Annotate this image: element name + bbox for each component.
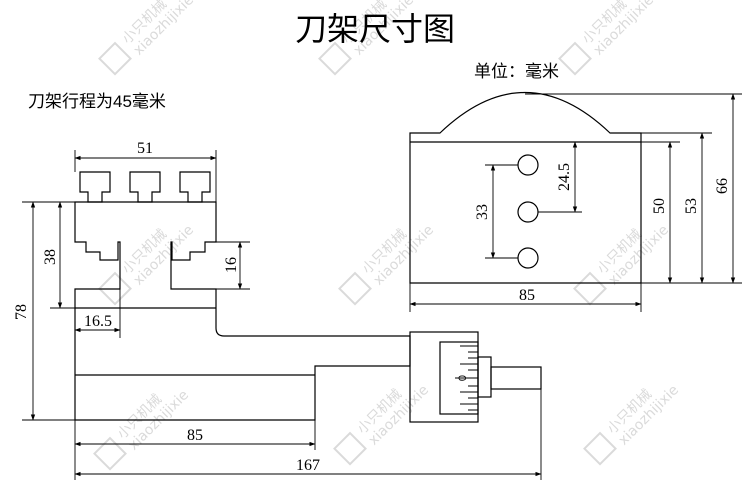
mount-hole-bottom (517, 247, 539, 269)
dim-16: 16 (223, 257, 240, 273)
dim-78: 78 (13, 304, 30, 320)
watermark-6: 小只机械 xiaozhijixie (573, 222, 672, 306)
front-view-outline (409, 92, 642, 284)
watermark-logo-icon (98, 271, 132, 306)
watermark-logo-icon (333, 431, 367, 466)
tool-t-slot-mid (129, 171, 161, 203)
dim-38: 38 (42, 249, 59, 265)
travel-note: 刀架行程为45毫米 (28, 92, 166, 111)
watermark-logo-icon (583, 431, 617, 466)
dim-51: 51 (137, 140, 153, 157)
dial-handwheel (409, 331, 542, 423)
watermark-logo-icon (98, 41, 132, 76)
watermark-5: 小只机械 xiaozhijixie (338, 222, 437, 306)
dial-ticks (455, 345, 478, 411)
dim-50: 50 (651, 198, 668, 214)
unit-note: 单位：毫米 (474, 62, 559, 81)
dim-53: 53 (683, 198, 700, 214)
dim-85-front: 85 (519, 287, 535, 304)
tool-t-slot-right (179, 171, 211, 203)
dim-33: 33 (474, 204, 491, 220)
watermark-logo-icon (318, 41, 352, 76)
side-view-dimensions (22, 150, 542, 480)
dial-zero-label: 0 (457, 375, 469, 381)
watermark-1: 小只机械 xiaozhijixie (98, 0, 197, 76)
watermark-layer: 小只机械 xiaozhijixie 小只机械 xiaozhijixie 小只机械… (93, 0, 682, 471)
drawing-title: 刀架尺寸图 (295, 11, 455, 47)
dim-85-base: 85 (187, 427, 203, 444)
watermark-3: 小只机械 xiaozhijixie (558, 0, 657, 76)
dial-collar (477, 356, 492, 398)
watermark-logo-icon (558, 41, 592, 76)
watermark-logo-icon (93, 436, 127, 471)
watermark-logo-icon (338, 271, 372, 306)
dim-16-5: 16.5 (84, 313, 112, 330)
watermark-8: 小只机械 xiaozhijixie (333, 382, 432, 466)
tool-post-body (74, 201, 411, 421)
mount-hole-top (517, 154, 539, 176)
watermark-9: 小只机械 xiaozhijixie (583, 382, 682, 466)
watermark-logo-icon (573, 271, 607, 306)
front-view-dimensions (409, 93, 742, 312)
dim-24-5: 24.5 (556, 163, 573, 191)
dial-shaft (490, 366, 542, 390)
side-view (74, 171, 411, 421)
tool-t-slot-left (79, 171, 111, 203)
dim-167: 167 (296, 457, 320, 474)
mount-hole-mid (517, 201, 539, 223)
watermark-7: 小只机械 xiaozhijixie (93, 387, 192, 471)
dim-66: 66 (714, 178, 731, 194)
